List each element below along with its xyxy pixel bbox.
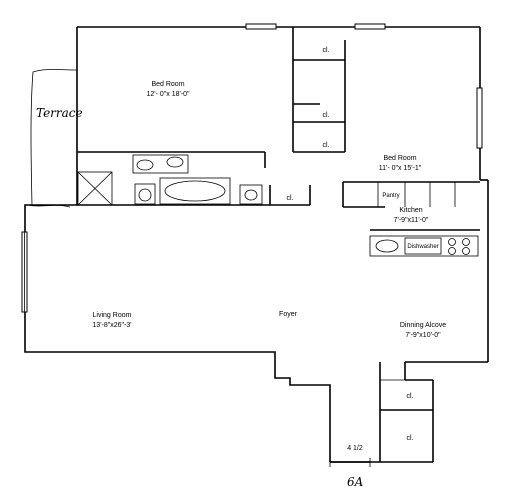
windows xyxy=(21,23,483,313)
window-right xyxy=(476,87,483,149)
closet-label: cl. xyxy=(407,393,414,400)
entry-door: 6A xyxy=(329,458,371,489)
terrace-label: Terrace xyxy=(36,106,83,120)
kitchen-counter xyxy=(369,235,479,257)
closet-label: cl. xyxy=(287,195,294,202)
window-top-left xyxy=(245,23,277,30)
dining-alcove-name: Dinning Alcove xyxy=(400,322,446,329)
closet-label: cl. xyxy=(323,47,330,54)
bedroom-2-name: Bed Room xyxy=(383,155,416,162)
foyer-name: Foyer xyxy=(279,311,298,318)
unit-number: 6A xyxy=(347,475,364,489)
dining-alcove-size: 7'-9"x10'-0" xyxy=(405,332,441,339)
kitchen-sink xyxy=(375,239,399,253)
closet-label: cl. xyxy=(323,142,330,149)
terrace: Terrace xyxy=(27,69,83,208)
closet-label: cl. xyxy=(323,112,330,119)
vanity xyxy=(132,154,189,174)
bathroom-fixtures xyxy=(77,154,263,206)
dishwasher xyxy=(404,237,442,255)
exterior-walls xyxy=(24,26,489,463)
sink xyxy=(239,184,263,205)
window-top-right xyxy=(354,23,386,30)
interior-walls xyxy=(77,27,480,462)
bedroom-2-size: 11'- 0"x 15'-1" xyxy=(379,165,422,172)
living-room-name: Living Room xyxy=(93,312,132,319)
stove-burners xyxy=(448,238,470,255)
bathtub xyxy=(159,177,231,205)
bedroom-1-size: 12'- 0"x 18'-0" xyxy=(146,91,190,98)
kitchen-fixtures xyxy=(369,235,479,257)
closet-label: cl. xyxy=(407,435,414,442)
shower-stall xyxy=(77,171,113,206)
bedroom-1-name: Bed Room xyxy=(151,81,184,88)
living-room-size: 13'-8"x26"-3' xyxy=(92,322,131,329)
kitchen-size: 7'-9"x11'-0" xyxy=(394,217,429,224)
dishwasher-label: Dishwasher xyxy=(407,244,438,250)
kitchen-name: Kitchen xyxy=(399,207,422,214)
room-labels: Bed Room 12'- 0"x 18'-0" Bed Room 11'- 0… xyxy=(92,47,446,452)
pantry-label: Pantry xyxy=(382,193,399,199)
toilet xyxy=(134,183,156,205)
door-width-label: 4 1/2 xyxy=(347,445,363,452)
